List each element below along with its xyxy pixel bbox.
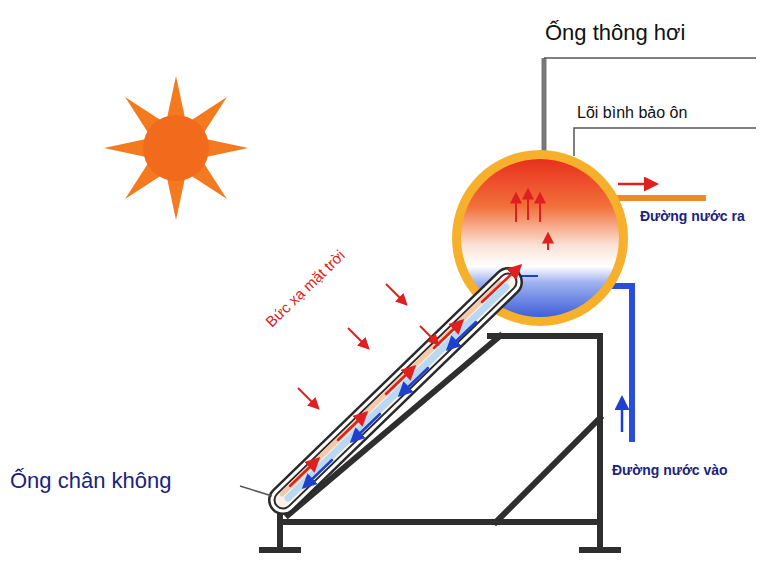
radiation-label: Bức xạ mặt trời xyxy=(262,246,348,330)
inlet-pipe xyxy=(588,286,632,442)
part-label: Ống thông hơi xyxy=(545,20,685,45)
flow-label: Đường nước vào xyxy=(612,462,728,478)
leader-lines xyxy=(240,58,756,496)
outlet-pipe xyxy=(610,184,706,198)
vacuum-tube xyxy=(282,266,520,500)
radiation-arrows xyxy=(298,284,438,408)
sun xyxy=(104,76,248,220)
part-label: Lõi bình bảo ôn xyxy=(577,104,687,122)
flow-label: Đường nước ra xyxy=(640,208,745,224)
vent-pipe xyxy=(542,58,547,154)
part-label: Ống chân không xyxy=(10,468,171,493)
